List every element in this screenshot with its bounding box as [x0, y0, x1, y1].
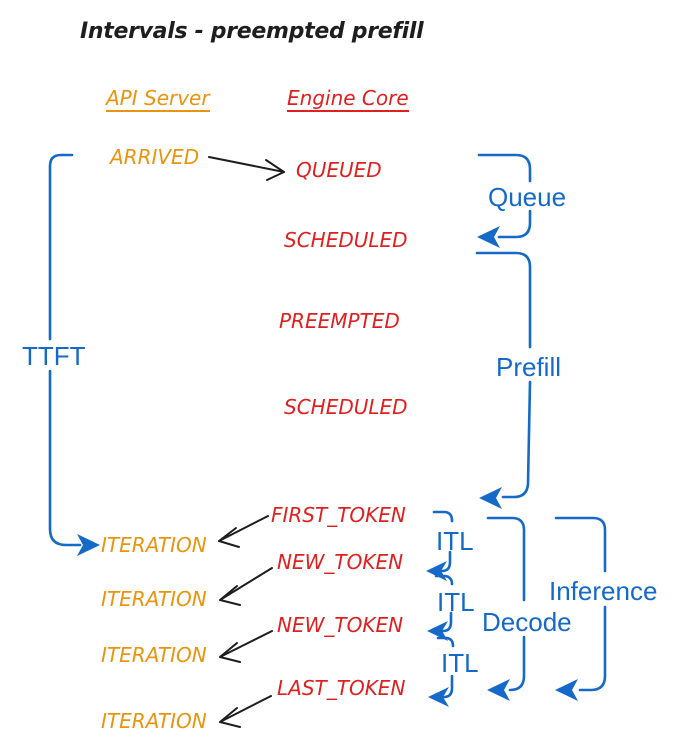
- ttft-arrowhead: [77, 534, 100, 556]
- ttft-bracket: [48, 153, 100, 556]
- interval-label-prefill: Prefill: [496, 352, 562, 382]
- event-iteration-4: ITERATION: [101, 709, 207, 733]
- arrow-new-token1-to-iteration: [219, 567, 273, 606]
- event-preempted: PREEMPTED: [279, 309, 400, 333]
- event-scheduled-2: SCHEDULED: [284, 395, 408, 419]
- itl-bracket-3: [428, 636, 455, 707]
- prefill-bracket: [475, 251, 532, 509]
- decode-bracket: [486, 516, 526, 701]
- interval-label-queue: Queue: [488, 182, 567, 212]
- itl-arrowhead-3: [428, 687, 449, 707]
- event-iteration-2: ITERATION: [101, 587, 207, 611]
- inference-arrowhead: [555, 679, 578, 701]
- arrow-first-token-to-iteration: [218, 515, 269, 548]
- interval-label-itl-3: ITL: [441, 648, 479, 678]
- interval-label-decode: Decode: [482, 607, 572, 637]
- event-iteration-1: ITERATION: [101, 533, 207, 557]
- diagram-title: Intervals - preempted prefill: [80, 19, 424, 44]
- event-iteration-3: ITERATION: [101, 643, 207, 667]
- arrow-new-token2-to-iteration: [219, 630, 273, 663]
- interval-label-itl-2: ITL: [437, 587, 475, 617]
- arrow-arrived-to-queued: [208, 156, 285, 181]
- itl-bracket-2: [427, 574, 454, 641]
- event-scheduled-1: SCHEDULED: [284, 228, 408, 252]
- arrow-last-token-to-iteration: [219, 695, 272, 728]
- interval-label-itl-1: ITL: [436, 526, 474, 556]
- inference-bracket: [554, 516, 607, 701]
- decode-arrowhead: [487, 679, 510, 701]
- event-new-token-1: NEW_TOKEN: [277, 550, 404, 574]
- column-header-engine-core: Engine Core: [287, 86, 409, 112]
- event-arrived: ARRIVED: [110, 145, 200, 169]
- event-queued: QUEUED: [296, 158, 382, 182]
- queue-arrowhead: [477, 226, 500, 248]
- queue-bracket: [477, 153, 532, 248]
- itl-arrowhead-2: [427, 621, 448, 641]
- event-first-token: FIRST_TOKEN: [271, 503, 406, 527]
- event-new-token-2: NEW_TOKEN: [277, 613, 404, 637]
- interval-label-inference: Inference: [549, 576, 658, 606]
- event-last-token: LAST_TOKEN: [277, 676, 406, 700]
- prefill-arrowhead: [479, 487, 502, 509]
- column-header-api-server: API Server: [106, 86, 210, 112]
- interval-label-ttft: TTFT: [22, 341, 86, 371]
